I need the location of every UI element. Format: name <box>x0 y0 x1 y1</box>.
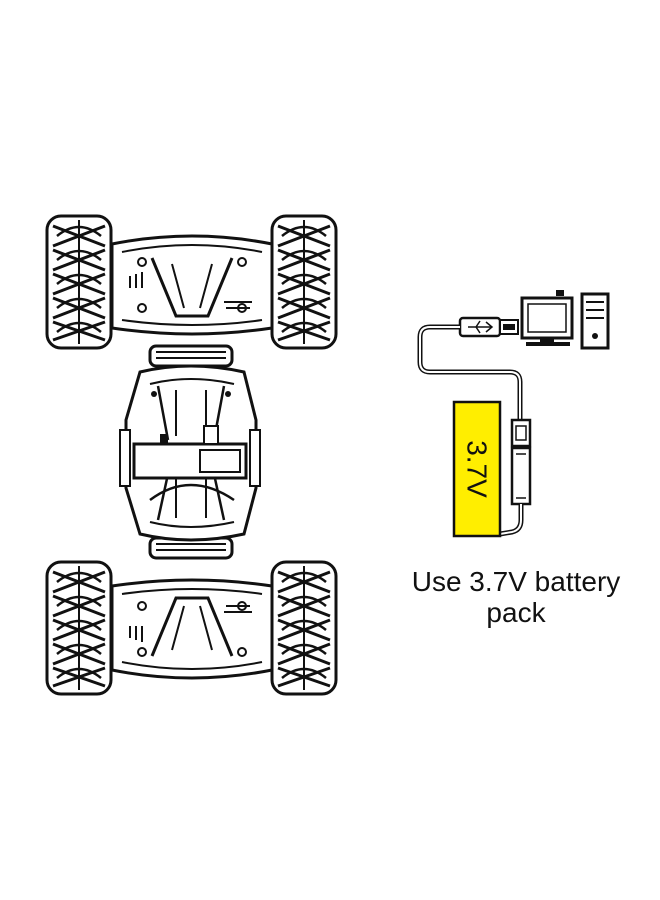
car-center-body <box>119 364 261 542</box>
front-left-wheel <box>45 214 113 350</box>
caption: Use 3.7V battery pack <box>392 566 640 628</box>
front-axle <box>110 234 274 336</box>
usb-plug-icon <box>458 316 519 338</box>
battery-connector <box>499 418 532 537</box>
front-right-wheel <box>270 214 338 350</box>
battery-pack-icon: 3.7V <box>452 400 502 538</box>
battery-body <box>452 400 502 538</box>
rc-stunt-car-top-view-icon <box>45 214 338 696</box>
battery-voltage-label: 3.7V <box>462 440 493 498</box>
caption-line-2: pack <box>486 597 546 628</box>
rear-right-wheel <box>270 560 338 696</box>
front-joint <box>148 344 234 368</box>
rear-axle <box>110 578 274 680</box>
caption-line-1: Use 3.7V battery <box>411 566 621 597</box>
desktop-computer-icon <box>520 290 610 350</box>
rear-left-wheel <box>45 560 113 696</box>
